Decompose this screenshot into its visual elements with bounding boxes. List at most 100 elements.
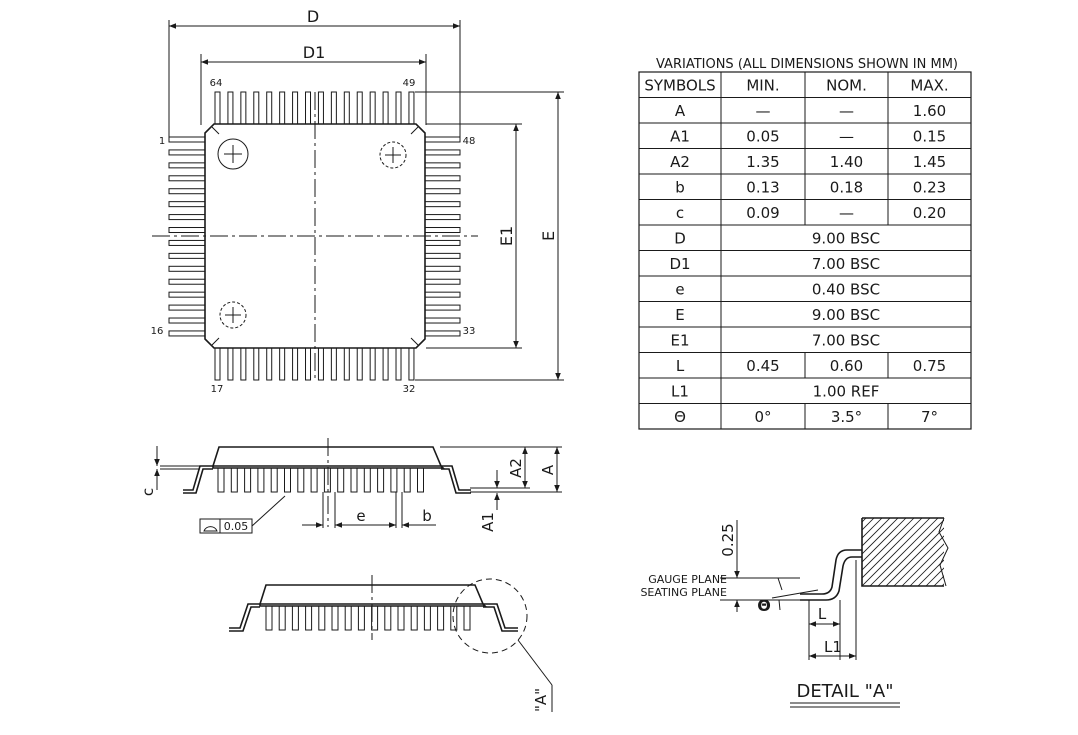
table-cell-min: 0.05 (746, 128, 779, 146)
side-lead (350, 467, 358, 493)
side-lead-2 (437, 605, 445, 631)
table-cell-span: 7.00 BSC (812, 255, 880, 273)
detail-callout-label: "A" (532, 688, 550, 712)
top-pin (317, 91, 324, 125)
right-pin (424, 239, 461, 246)
side-body-2 (258, 584, 485, 605)
right-pin (424, 201, 461, 208)
top-pin (266, 91, 273, 125)
right-lead-profile (441, 465, 471, 491)
table-caption: VARIATIONS (ALL DIMENSIONS SHOWN IN MM) (656, 57, 958, 72)
dim-025-label: 0.25 (719, 523, 737, 556)
side-lead (230, 467, 238, 493)
side-lead (417, 467, 424, 493)
top-pin (343, 91, 350, 125)
table-cell-symbol: E1 (670, 332, 689, 350)
pin-label-1: 1 (159, 136, 165, 147)
dim-L-label: L (818, 605, 827, 623)
right-pin (424, 304, 461, 311)
lead-profile (800, 549, 862, 595)
gauge-plane-label: GAUGE PLANE (648, 573, 727, 586)
side-lead-2 (291, 605, 299, 631)
table-grid (638, 71, 972, 430)
right-pin (424, 136, 461, 143)
seating-plane-label: SEATING PLANE (640, 586, 727, 599)
right-pin (424, 265, 461, 272)
package-body (204, 123, 426, 349)
side-lead-2 (305, 605, 313, 631)
table-cell-symbol: D (674, 230, 686, 248)
pin-label-48: 48 (463, 136, 476, 147)
table-cell-min: — (756, 102, 771, 120)
right-pin (424, 330, 461, 337)
pin-label-32: 32 (403, 384, 416, 395)
side-lead-2 (318, 605, 326, 631)
pin-label-49: 49 (403, 78, 416, 89)
left-pin (168, 149, 206, 156)
bottom-pin (382, 347, 389, 381)
bottom-pin (343, 347, 350, 381)
table-header: MIN. (746, 77, 779, 95)
dim-L1-label: L1 (824, 638, 842, 656)
right-pin (424, 278, 461, 285)
left-pin (168, 175, 206, 182)
table-cell-min: 0° (754, 408, 771, 426)
left-pin (168, 304, 206, 311)
table-cell-nom: 1.40 (830, 153, 863, 171)
top-pin (408, 91, 415, 125)
left-pin (168, 214, 206, 221)
side-lead-2 (344, 605, 352, 631)
side-view-leads (217, 467, 424, 493)
left-pin (168, 317, 206, 324)
table-header: NOM. (826, 77, 867, 95)
right-pin (424, 317, 461, 324)
table-cell-span: 9.00 BSC (812, 230, 880, 248)
pin-label-17: 17 (211, 384, 224, 395)
left-pin (168, 252, 206, 259)
left-pin (168, 265, 206, 272)
table-cell-max: 0.20 (913, 204, 946, 222)
right-pin (424, 175, 461, 182)
table-cell-nom: — (839, 128, 854, 146)
hatch-pattern (862, 518, 944, 586)
table-cell-symbol: A2 (670, 153, 690, 171)
top-pin (369, 91, 376, 125)
flatness-value: 0.05 (224, 520, 249, 533)
left-pin (168, 330, 206, 337)
table-cell-span: 7.00 BSC (812, 332, 880, 350)
table-cell-symbol: Θ (674, 408, 686, 426)
right-pin (424, 291, 461, 298)
bottom-pin (330, 347, 337, 381)
side-lead (363, 467, 371, 493)
table-cell-max: 0.23 (913, 179, 946, 197)
bottom-pin (240, 347, 247, 381)
variations-table: VARIATIONS (ALL DIMENSIONS SHOWN IN MM) … (638, 57, 972, 430)
dim-e-label: e (356, 507, 365, 525)
left-pin (168, 278, 206, 285)
table-cell-min: 0.45 (746, 357, 779, 375)
pin-label-64: 64 (210, 78, 223, 89)
side-lead (390, 467, 398, 493)
pin1-mark (217, 138, 249, 170)
table-cell-span: 1.00 REF (813, 383, 880, 401)
side-lead-2 (265, 605, 273, 631)
side-lead (257, 467, 265, 493)
dimension-E1: E1 (426, 123, 522, 349)
table-cell-nom: 3.5° (831, 408, 862, 426)
top-pin (356, 91, 363, 125)
bottom-pin (356, 347, 363, 381)
top-pin (240, 91, 247, 125)
bottom-pin (279, 347, 286, 381)
table-cell-symbol: b (675, 179, 685, 197)
detail-title: DETAIL "A" (796, 681, 893, 702)
right-pin (424, 252, 461, 259)
side-lead-2 (397, 605, 405, 631)
side-lead-2 (410, 605, 418, 631)
section-outline (861, 517, 944, 587)
top-pin (382, 91, 389, 125)
table-cell-nom: 0.60 (830, 357, 863, 375)
left-pin (168, 227, 206, 234)
table-cell-max: 1.60 (913, 102, 946, 120)
